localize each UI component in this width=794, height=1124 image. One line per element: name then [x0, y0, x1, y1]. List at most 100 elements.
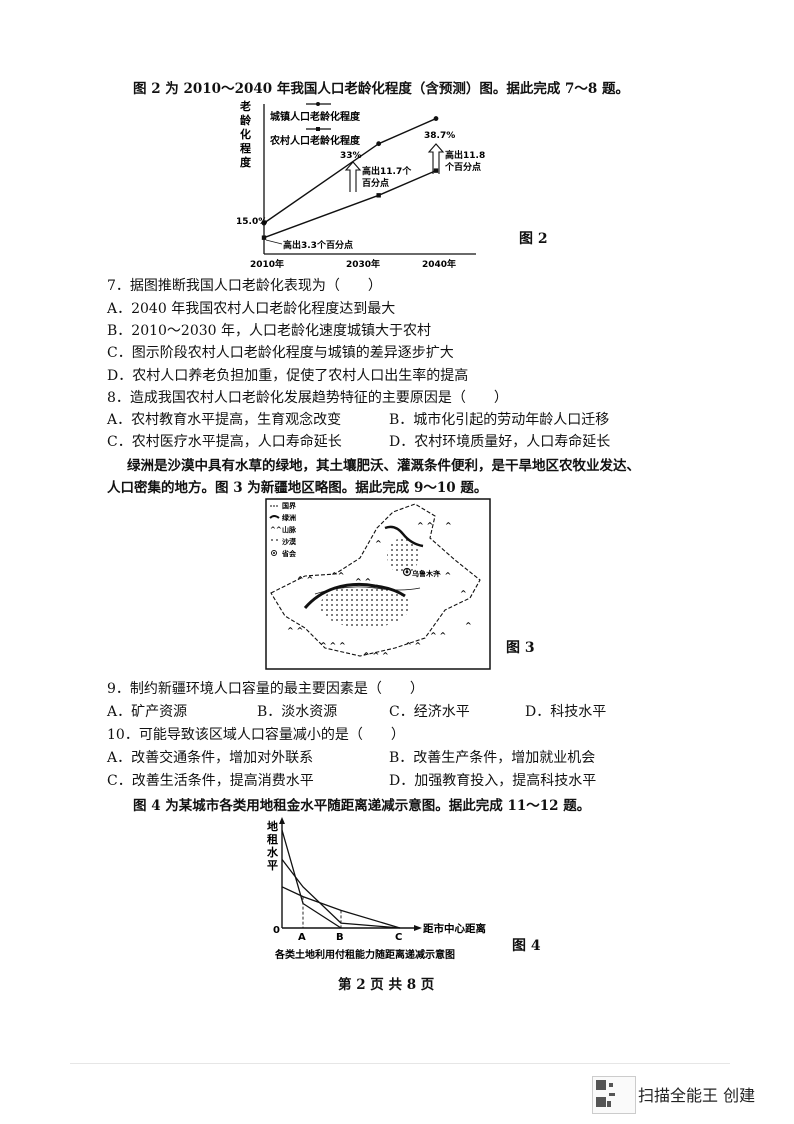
svg-text:^ ^ ^: ^ ^ ^ [320, 641, 346, 650]
fig2-marks [261, 116, 439, 240]
svg-text:^: ^ [445, 521, 452, 530]
q8-option-d[interactable]: D．农村环境质量好，人口寿命延长 [389, 434, 611, 450]
figure-4-chart: 地 租 水 平 0 A B C 距市中心距离 各类土地利用付租能力随距离递减示意… [267, 817, 486, 961]
fig4-tick-b: B [336, 932, 344, 943]
scanner-qr-icon [592, 1076, 636, 1114]
river-tarim [314, 586, 421, 595]
legend-capital: 省会 [281, 549, 297, 558]
fig4-y-char: 平 [267, 859, 278, 872]
svg-text:^: ^ [460, 589, 467, 598]
fig4-rent-curve [281, 859, 401, 929]
q7-option-b[interactable]: B．2010～2030 年，人口老龄化速度城镇大于农村 [107, 323, 431, 339]
map-border [270, 503, 481, 657]
q8-option-c[interactable]: C．农村医疗水平提高，人口寿命延长 [107, 434, 342, 450]
fig2-x-2030: 2030年 [346, 258, 380, 270]
legend-mountain-sym: ^^ [270, 526, 282, 534]
fig4-y-char: 水 [267, 845, 279, 859]
capital-urumqi-marker [402, 567, 412, 577]
legend-capital-dot [273, 552, 275, 554]
figure-3-map: 国界 绿洲 ^^ 山脉 沙漠 省会 ^ ^^^^ ^ ^ ^^ ^ ^^ ^ ^… [265, 498, 491, 670]
legend-oasis-sym [269, 515, 280, 519]
desert-gurbantunggut [387, 538, 419, 574]
fig2-x-2040: 2040年 [422, 258, 456, 270]
fig2-note-2040b: 个百分点 [444, 161, 481, 173]
svg-text:^ ^: ^ ^ [297, 575, 313, 584]
fig4-y-label: 地 租 水 平 [267, 819, 279, 872]
fig2-gap-arrow-2030 [344, 161, 362, 192]
fig2-note-2030a: 高出11.7个 [362, 165, 412, 177]
q9-option-c[interactable]: C．经济水平 [389, 704, 470, 720]
fig2-label-387: 38.7% [424, 131, 455, 141]
q10-option-b[interactable]: B．改善生产条件，增加就业机会 [389, 750, 596, 766]
q7-option-c[interactable]: C．图示阶段农村人口老龄化程度与城镇的差异逐步扩大 [107, 345, 454, 361]
fig4-tick-c: C [395, 932, 402, 943]
q10-stem: 10．可能导致该区域人口容量减小的是（ ） [107, 727, 405, 743]
q9-stem: 9．制约新疆环境人口容量的最主要因素是（ ） [107, 681, 424, 697]
legend-border: 国界 [282, 501, 297, 510]
fig2-y-char: 老 [239, 99, 251, 113]
fig4-caption-under: 各类土地利用付租能力随距离递减示意图 [274, 948, 455, 961]
svg-text:^ ^: ^ ^ [430, 631, 446, 640]
q8-option-b[interactable]: B．城市化引起的劳动年龄人口迁移 [389, 412, 610, 428]
capital-urumqi-dot [405, 570, 409, 574]
svg-text:^ ^: ^ ^ [355, 577, 371, 586]
map-legend: 国界 绿洲 ^^ 山脉 沙漠 省会 [269, 501, 297, 558]
fig4-marks [281, 829, 401, 929]
capital-urumqi-label: 乌鲁木齐 [412, 569, 441, 578]
fig2-point [261, 235, 267, 240]
q10-option-d[interactable]: D．加强教育投入，提高科技水平 [389, 773, 597, 789]
page-footer: 第 2 页 共 8 页 [338, 977, 435, 993]
fig4-y-char: 租 [267, 833, 278, 846]
fig2-legend-urban-marker [316, 102, 320, 106]
intro-fig4: 图 4 为某城市各类用地租金水平随距离递减示意图。据此完成 11～12 题。 [133, 798, 591, 814]
legend-desert: 沙漠 [282, 537, 297, 546]
q10-option-c[interactable]: C．改善生活条件，提高消费水平 [107, 773, 314, 789]
svg-text:^^: ^^ [331, 571, 344, 580]
fig4-origin: 0 [273, 925, 280, 936]
fig4-rent-curve [281, 829, 342, 929]
fig2-note-2010: 高出3.3个百分点 [283, 239, 353, 251]
q9-option-a[interactable]: A．矿产资源 [107, 704, 188, 720]
fig2-y-char: 程 [240, 141, 251, 155]
q7-stem: 7．据图推断我国人口老龄化表现为（ ） [107, 278, 382, 294]
fig4-rent-curve [281, 886, 401, 929]
q10-option-a[interactable]: A．改善交通条件，增加对外联系 [107, 750, 314, 766]
fig2-point [376, 193, 381, 198]
q9-option-d[interactable]: D．科技水平 [525, 704, 607, 720]
figure-2-chart: 老 龄 化 程 度 城镇人口老龄化程度 农村人口老龄化程度 15.0% 33% … [236, 99, 485, 270]
fig2-point [261, 220, 267, 226]
q7-option-a[interactable]: A．2040 年我国农村人口老龄化程度达到最大 [107, 301, 396, 317]
map-mountains: ^ ^^^^ ^ ^ ^^ ^ ^^ ^ ^^ ^ ^ ^ ^^ ^^ ^^ ^… [287, 521, 472, 660]
fig2-legend-rural: 农村人口老龄化程度 [269, 134, 361, 147]
fig2-note-2030b: 百分点 [362, 177, 389, 189]
figure-4-caption: 图 4 [512, 938, 541, 954]
fig4-x-label: 距市中心距离 [423, 922, 486, 935]
svg-text:^: ^ [375, 539, 382, 548]
fig2-y-label: 老 龄 化 程 度 [239, 99, 252, 169]
q8-option-a[interactable]: A．农村教育水平提高，生育观念改变 [107, 412, 342, 428]
fig4-tick-a: A [298, 932, 306, 943]
q7-option-d[interactable]: D．农村人口养老负担加重，促使了农村人口出生率的提高 [107, 368, 469, 384]
fig4-y-arrow [279, 817, 285, 824]
fig2-x-2010: 2010年 [250, 258, 284, 270]
fig2-legend-urban: 城镇人口老龄化程度 [270, 110, 361, 123]
fig2-point [433, 168, 439, 173]
fig2-label-15: 15.0% [236, 217, 267, 227]
intro-fig2: 图 2 为 2010～2040 年我国人口老龄化程度（含预测）图。据此完成 7～… [133, 81, 630, 97]
fig4-x-arrow [414, 925, 422, 931]
q9-option-b[interactable]: B．淡水资源 [257, 704, 338, 720]
legend-capital-sym [271, 550, 277, 556]
svg-text:^ ^ ^: ^ ^ ^ [363, 651, 389, 660]
fig2-y-char: 龄 [240, 113, 252, 127]
svg-text:^: ^ [465, 621, 472, 630]
desert-taklimakan [320, 584, 410, 628]
legend-mountain: 山脉 [282, 525, 297, 534]
svg-text:^ ^: ^ ^ [435, 571, 451, 580]
legend-oasis: 绿洲 [282, 513, 296, 522]
fig2-legend-rural-marker [316, 127, 320, 131]
legend-desert-sym [270, 538, 279, 544]
fig2-point [376, 141, 382, 147]
fig2-y-char: 度 [240, 155, 252, 169]
fig2-note-2010-leader [265, 239, 283, 245]
fig2-note-2040a: 高出11.8 [445, 149, 485, 161]
